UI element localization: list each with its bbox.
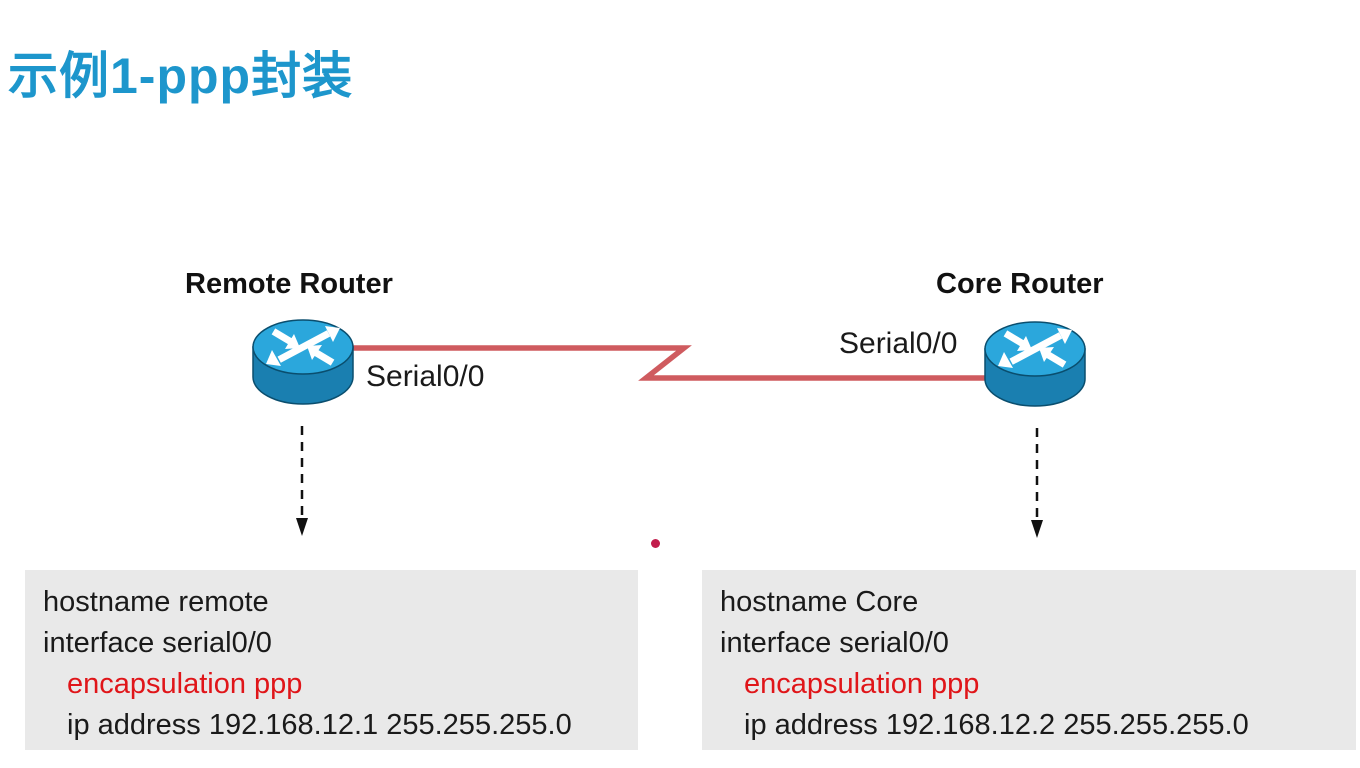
router-arrows-glyph bbox=[266, 326, 340, 366]
config-line: hostname remote bbox=[43, 586, 269, 618]
config-line: interface serial0/0 bbox=[43, 627, 272, 659]
pointer-dot bbox=[651, 539, 660, 548]
core-router-label: Core Router bbox=[936, 268, 1104, 300]
remote-serial-label: Serial0/0 bbox=[366, 360, 485, 393]
core-serial-label: Serial0/0 bbox=[839, 327, 958, 360]
page-title: 示例1-ppp封装 bbox=[8, 48, 354, 104]
dashed-arrow-down-left bbox=[296, 426, 308, 536]
remote-config-box: hostname remote interface serial0/0 enca… bbox=[25, 570, 638, 750]
serial-link-line bbox=[352, 345, 988, 381]
config-line-highlighted: encapsulation ppp bbox=[744, 668, 980, 700]
dashed-arrow-down-right bbox=[1031, 428, 1043, 538]
config-line-highlighted: encapsulation ppp bbox=[67, 668, 303, 700]
core-router-icon bbox=[984, 321, 1086, 407]
remote-router-label: Remote Router bbox=[185, 268, 393, 300]
config-line: interface serial0/0 bbox=[720, 627, 949, 659]
router-arrows-glyph bbox=[998, 328, 1072, 368]
config-line: ip address 192.168.12.1 255.255.255.0 bbox=[67, 709, 572, 741]
config-line: ip address 192.168.12.2 255.255.255.0 bbox=[744, 709, 1249, 741]
config-line: hostname Core bbox=[720, 586, 919, 618]
core-config-box: hostname Core interface serial0/0 encaps… bbox=[702, 570, 1356, 750]
remote-router-icon bbox=[252, 319, 354, 405]
